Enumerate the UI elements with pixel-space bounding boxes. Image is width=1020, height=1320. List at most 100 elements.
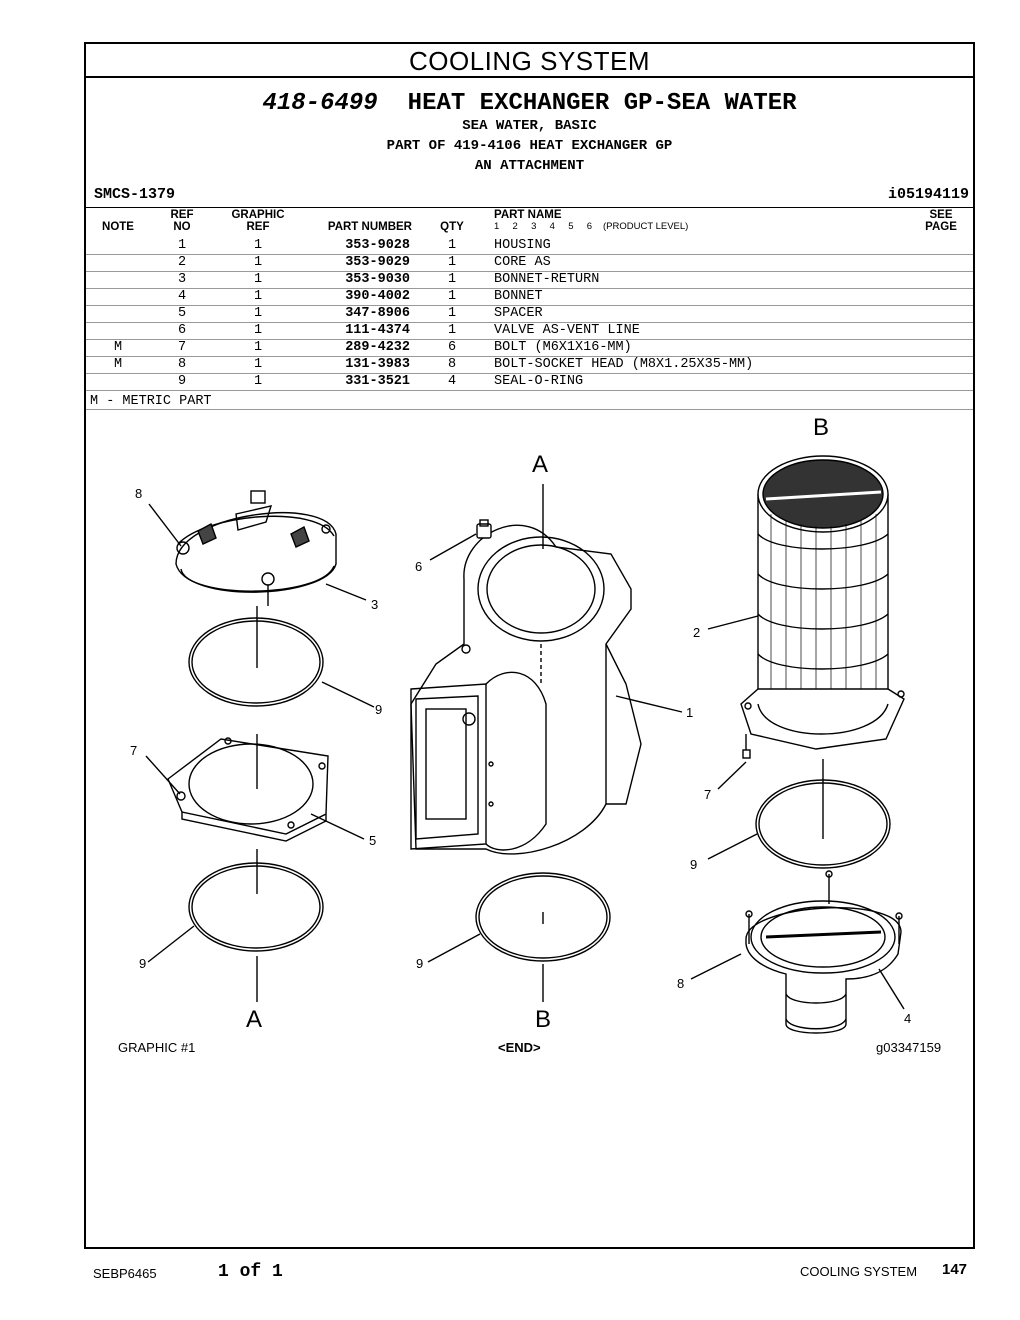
- callout-9-left-2: 9: [139, 956, 147, 971]
- group-number: 418-6499: [262, 90, 378, 117]
- cell-qty: 1: [447, 272, 457, 287]
- cell-qty: 6: [447, 340, 457, 355]
- callout-9-mid: 9: [416, 956, 424, 971]
- cell-note: M: [113, 357, 123, 372]
- group-subtitle-1: SEA WATER, BASIC: [462, 118, 597, 134]
- callout-6: 6: [415, 559, 423, 574]
- cell-graphic: 1: [253, 357, 263, 372]
- cell-name: BONNET-RETURN: [494, 272, 600, 287]
- cell-graphic: 1: [253, 238, 263, 253]
- cell-pn: 353-9028: [345, 238, 410, 253]
- bonnet-illustration: [745, 870, 903, 1034]
- exploded-view-drawing: [145, 455, 905, 1034]
- callout-2: 2: [693, 625, 701, 640]
- callout-4: 4: [904, 1011, 912, 1026]
- header-ref-bottom: NO: [173, 221, 191, 233]
- cell-qty: 1: [447, 238, 457, 253]
- cell-name: SEAL-O-RING: [494, 374, 584, 389]
- cell-name: BOLT-SOCKET HEAD (M8X1.25X35-MM): [494, 357, 754, 372]
- callout-3: 3: [371, 597, 379, 612]
- callout-9-right: 9: [690, 857, 698, 872]
- illustration-id: i05194119: [887, 186, 969, 203]
- cell-ref: 9: [177, 374, 187, 389]
- cell-name: SPACER: [494, 306, 543, 321]
- housing-illustration: [410, 524, 642, 855]
- header-ref-top: REF: [170, 209, 194, 221]
- header-product-level: (PRODUCT LEVEL): [603, 221, 689, 232]
- header-note: NOTE: [102, 221, 134, 233]
- cell-qty: 1: [447, 289, 457, 304]
- cell-graphic: 1: [253, 323, 263, 338]
- footnote-rule: [86, 409, 973, 410]
- header-see-top: SEE: [929, 209, 953, 221]
- table-row: 2 1 353-9029 1 CORE AS: [86, 254, 973, 272]
- cell-pn: 390-4002: [345, 289, 410, 304]
- cell-ref: 5: [177, 306, 187, 321]
- cell-ref: 3: [177, 272, 187, 287]
- bonnet-return-illustration: [175, 490, 337, 606]
- section-title: COOLING SYSTEM: [86, 44, 973, 78]
- callout-8-left: 8: [135, 486, 143, 501]
- page-frame: COOLING SYSTEM 418-6499 HEAT EXCHANGER GP…: [84, 42, 975, 1249]
- callout-b-bottom: B: [535, 1006, 552, 1033]
- callout-8-right: 8: [677, 976, 685, 991]
- cell-pn: 353-9029: [345, 255, 410, 270]
- group-name: HEAT EXCHANGER GP-SEA WATER: [407, 90, 797, 117]
- cell-ref: 2: [177, 255, 187, 270]
- cell-qty: 4: [447, 374, 457, 389]
- graphic-label: GRAPHIC #1: [118, 1040, 196, 1055]
- cell-name: CORE AS: [494, 255, 551, 270]
- cell-note: M: [113, 340, 123, 355]
- callout-b-top: B: [813, 414, 830, 441]
- cell-qty: 1: [447, 306, 457, 321]
- header-graphic-top: GRAPHIC: [231, 209, 285, 221]
- cell-pn: 331-3521: [345, 374, 410, 389]
- cell-ref: 8: [177, 357, 187, 372]
- cell-ref: 6: [177, 323, 187, 338]
- smcs-code: SMCS-1379: [94, 186, 176, 203]
- cell-qty: 8: [447, 357, 457, 372]
- header-graphic-bottom: REF: [246, 221, 270, 233]
- callout-7-right: 7: [704, 787, 712, 802]
- cell-pn: 353-9030: [345, 272, 410, 287]
- cell-pn: 289-4232: [345, 340, 410, 355]
- callout-a-bottom: A: [246, 1006, 263, 1033]
- cell-name: VALVE AS-VENT LINE: [494, 323, 640, 338]
- callout-1: 1: [686, 705, 694, 720]
- header-part-number: PART NUMBER: [327, 221, 412, 233]
- cell-graphic: 1: [253, 255, 263, 270]
- callout-5: 5: [369, 833, 377, 848]
- cell-ref: 4: [177, 289, 187, 304]
- end-label: <END>: [498, 1040, 541, 1055]
- cell-graphic: 1: [253, 289, 263, 304]
- o-ring-seal-illustration-3: [475, 872, 611, 962]
- group-heading: 418-6499 HEAT EXCHANGER GP-SEA WATER: [86, 90, 973, 117]
- header-part-name: PART NAME: [494, 209, 562, 221]
- cell-graphic: 1: [253, 340, 263, 355]
- footnote: M - METRIC PART: [90, 394, 212, 409]
- footer-section: COOLING SYSTEM: [800, 1264, 918, 1279]
- footer-page-of: 1 of 1: [218, 1262, 283, 1282]
- graphic-id: g03347159: [876, 1040, 942, 1055]
- header-see-bottom: PAGE: [925, 221, 957, 233]
- core-illustration: [740, 455, 905, 750]
- o-ring-seal-illustration-2: [188, 862, 324, 952]
- cell-qty: 1: [447, 323, 457, 338]
- cell-ref: 7: [177, 340, 187, 355]
- callout-a-top: A: [532, 451, 549, 478]
- cell-pn: 131-3983: [345, 357, 410, 372]
- header-qty: QTY: [440, 221, 464, 233]
- bolt-illustration: [742, 734, 751, 759]
- cell-qty: 1: [447, 255, 457, 270]
- cell-pn: 347-8906: [345, 306, 410, 321]
- footer-doc-number: SEBP6465: [93, 1266, 157, 1281]
- o-ring-seal-illustration: [188, 617, 324, 707]
- group-subtitle-3: AN ATTACHMENT: [474, 158, 585, 174]
- table-row: M 8 1 131-3983 8 BOLT-SOCKET HEAD (M8X1.25X35…: [86, 356, 973, 374]
